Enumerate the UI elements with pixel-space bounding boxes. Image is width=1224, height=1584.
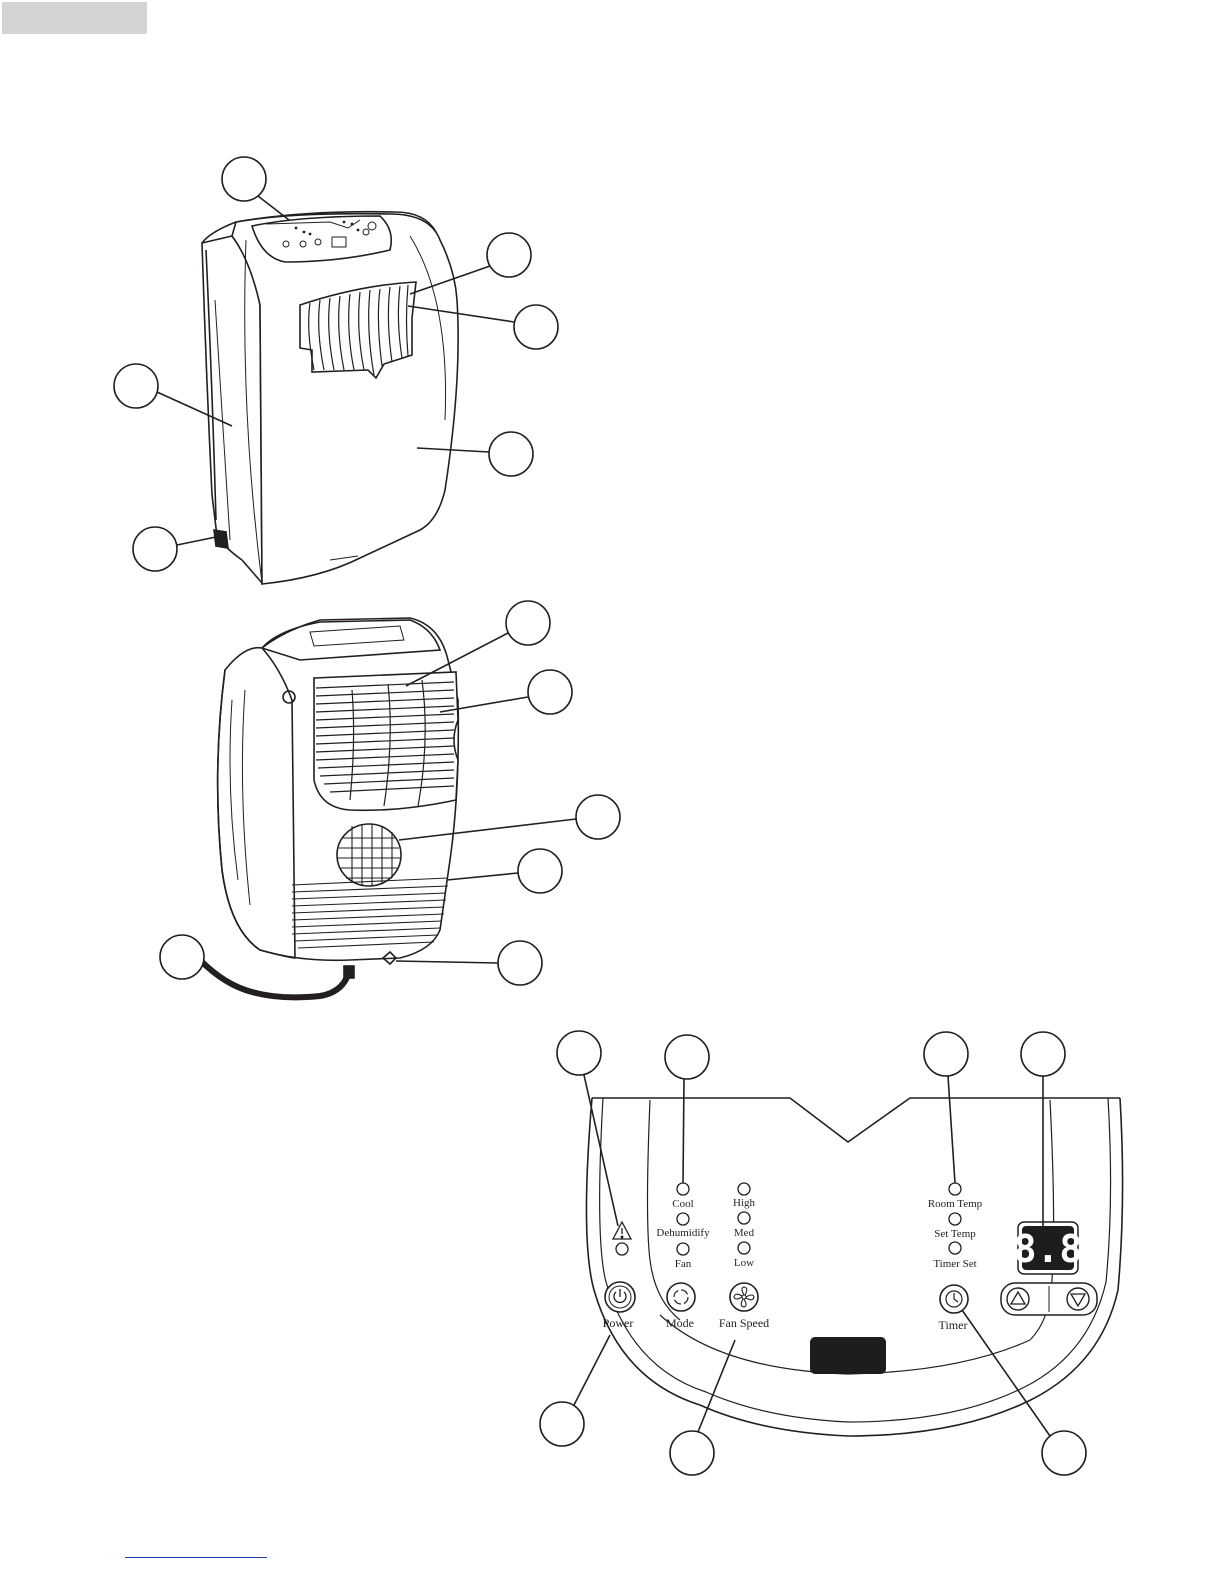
timer-button-label: Timer <box>939 1318 968 1332</box>
display-readout: 8.8 <box>1014 1227 1083 1271</box>
led-timer-set <box>949 1242 961 1254</box>
timer-button[interactable] <box>940 1285 968 1313</box>
temp-up-button[interactable] <box>1007 1288 1029 1310</box>
label-dehumidify: Dehumidify <box>656 1227 710 1239</box>
fan-speed-button-label: Fan Speed <box>719 1316 769 1330</box>
fan-speed-button[interactable] <box>730 1283 758 1311</box>
power-button-label: Power <box>603 1316 634 1330</box>
bottom-link-rule <box>125 1557 267 1558</box>
warning-led <box>616 1243 628 1255</box>
temperature-display: 8.8 <box>1014 1222 1083 1274</box>
lower-display-window <box>810 1337 886 1374</box>
label-high: High <box>733 1197 756 1209</box>
led-high <box>738 1183 750 1195</box>
mode-button-label: Mode <box>666 1316 694 1330</box>
led-room-temp <box>949 1183 961 1195</box>
warning-triangle-icon <box>613 1222 631 1239</box>
label-timer-set: Timer Set <box>933 1258 976 1270</box>
led-med <box>738 1212 750 1224</box>
label-set-temp: Set Temp <box>934 1228 976 1240</box>
label-cool: Cool <box>672 1198 693 1210</box>
led-low <box>738 1242 750 1254</box>
label-med: Med <box>734 1227 755 1239</box>
temp-down-button[interactable] <box>1067 1288 1089 1310</box>
front-view-unit <box>202 212 458 584</box>
label-low: Low <box>734 1257 754 1269</box>
led-fan <box>677 1243 689 1255</box>
label-fan: Fan <box>675 1258 692 1270</box>
rear-view-unit <box>200 618 458 997</box>
power-button[interactable] <box>605 1282 635 1312</box>
mode-button[interactable] <box>667 1283 695 1311</box>
label-room-temp: Room Temp <box>928 1198 983 1210</box>
led-set-temp <box>949 1213 961 1225</box>
led-cool <box>677 1183 689 1195</box>
led-dehumidify <box>677 1213 689 1225</box>
